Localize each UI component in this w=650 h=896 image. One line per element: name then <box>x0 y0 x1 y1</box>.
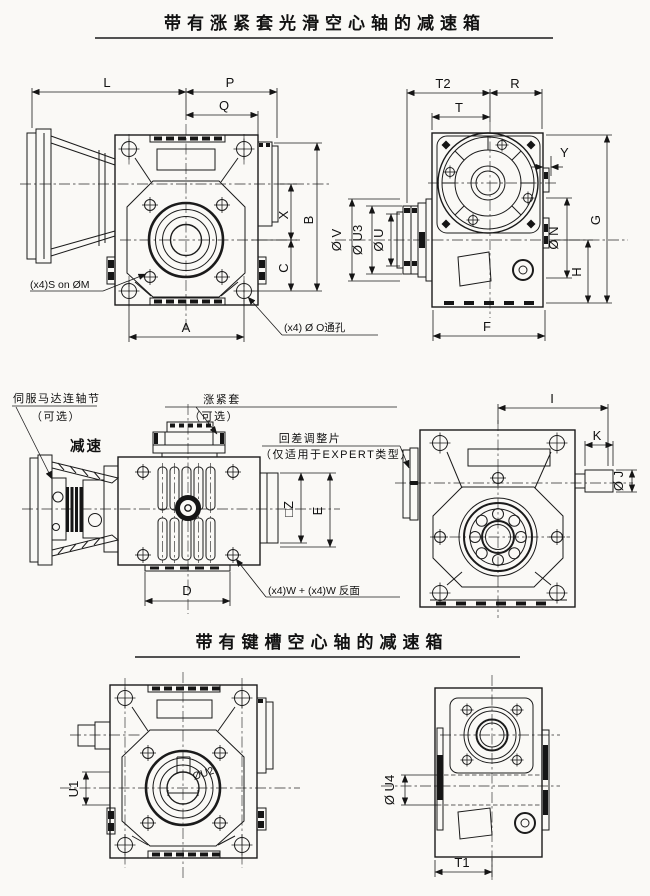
shrink-disc-hub <box>463 502 533 572</box>
dim-C: C <box>276 263 291 272</box>
title-top: 带有涨紧套光滑空心轴的减速箱 <box>164 13 486 33</box>
dim-U4: Ø U4 <box>382 775 397 805</box>
title-top-block: 带有涨紧套光滑空心轴的减速箱 <box>95 13 553 39</box>
gearbox-body-front-hub <box>402 429 614 608</box>
dims-top-view: □Z E D (x4)W + (x4)W 反面 <box>144 472 400 606</box>
callout-backlash-note: （仅适用于EXPERT类型） <box>260 447 413 461</box>
backlash-shim <box>410 481 418 485</box>
dim-X: X <box>276 210 291 219</box>
dim-J: Ø J <box>611 471 626 491</box>
gearbox-body-keyed <box>77 684 274 859</box>
dim-Z: □Z <box>281 501 296 517</box>
dim-F: F <box>483 319 491 334</box>
view-side-shrink-disc-gearbox: T2 R T Y Ø N G H F <box>329 76 628 341</box>
callouts: 伺服马达连轴节 （可选） 涨紧套 （可选） 减速 回差调整片 （仅适用于EXPE… <box>12 391 413 480</box>
dim-B: B <box>301 216 316 225</box>
oil-plug-round <box>512 259 534 281</box>
dims-front-left: L P Q X B C A (x4)S on ØM (x4) Ø O通孔 <box>30 75 378 342</box>
dim-U: Ø U <box>371 228 386 251</box>
view-side-keyed-gearbox: Ø U4 T1 <box>381 675 560 880</box>
gearbox-body-top <box>117 456 279 572</box>
motor-bell <box>26 128 116 264</box>
view-front-hub: I K Ø J <box>395 391 637 618</box>
callout-servo-optional: （可选） <box>31 410 81 423</box>
dim-U1: U1 <box>66 781 81 798</box>
label-reduction: 减速 <box>70 437 103 455</box>
view-front-keyed-gearbox: U1 ØU2 <box>60 672 300 878</box>
label-w-holes: (x4)W + (x4)W 反面 <box>268 585 360 597</box>
callout-shrink-optional: （可选） <box>189 410 239 423</box>
output-flange-circle <box>437 132 539 234</box>
dim-N: Ø N <box>546 226 561 249</box>
dim-Q: Q <box>219 98 229 113</box>
hollow-shaft-bore <box>147 201 225 279</box>
keyed-hollow-bore <box>144 749 222 827</box>
dim-D: D <box>182 583 191 598</box>
dim-G: G <box>588 215 603 225</box>
dims-front-hub: I K Ø J <box>497 391 637 493</box>
callout-shrink-disc: 涨紧套 <box>203 393 241 406</box>
dims-keyed-side: Ø U4 T1 <box>382 774 493 877</box>
view-top-gearbox: □Z E D (x4)W + (x4)W 反面 <box>117 404 400 614</box>
dim-I: I <box>550 391 554 406</box>
keyway <box>167 756 199 796</box>
callout-backlash-shim: 回差调整片 <box>279 431 342 445</box>
title-bottom-block: 带有键槽空心轴的减速箱 <box>135 632 520 658</box>
gearbox-body-front <box>106 134 279 306</box>
dim-T: T <box>455 100 463 115</box>
label-s-on-m: (x4)S on ØM <box>30 279 90 291</box>
view-front-shrink-disc-gearbox: L P Q X B C A (x4)S on ØM (x4) Ø O通孔 <box>20 75 378 342</box>
dim-U3: Ø U3 <box>350 225 365 255</box>
dims-side-right: T2 R T Y Ø N G H F <box>329 76 612 341</box>
label-o-hole: (x4) Ø O通孔 <box>284 321 346 334</box>
oil-plug-round <box>514 812 536 834</box>
input-shaft-keyed <box>77 724 96 747</box>
dim-H: H <box>569 267 584 276</box>
dim-V: Ø V <box>329 228 344 251</box>
input-flange-bore <box>475 718 509 752</box>
title-bottom: 带有键槽空心轴的减速箱 <box>196 632 449 652</box>
dim-R: R <box>510 76 519 91</box>
shrink-disc-stack-side <box>396 198 433 282</box>
input-shaft-stub <box>584 469 614 493</box>
dims-keyed-front: U1 ØU2 <box>66 765 216 806</box>
oil-plug-rect <box>457 807 493 840</box>
dim-A: A <box>182 320 191 335</box>
callout-servo-coupling: 伺服马达连轴节 <box>13 391 101 405</box>
dim-T2: T2 <box>435 76 450 91</box>
center-boss <box>175 495 201 521</box>
name-plate <box>156 148 216 171</box>
oil-plug-rect <box>457 251 492 287</box>
name-plate <box>156 699 213 719</box>
gearbox-body-keyed-side <box>434 687 550 858</box>
dim-T1: T1 <box>454 855 469 870</box>
dim-K: K <box>593 428 602 443</box>
gearbox-body-side <box>396 132 550 308</box>
dim-Y: Y <box>560 145 569 160</box>
dim-P: P <box>226 75 235 90</box>
shrink-disc-stack-top <box>152 421 226 458</box>
dim-L: L <box>103 75 110 90</box>
dim-E: E <box>310 506 325 515</box>
name-plate <box>467 448 551 467</box>
